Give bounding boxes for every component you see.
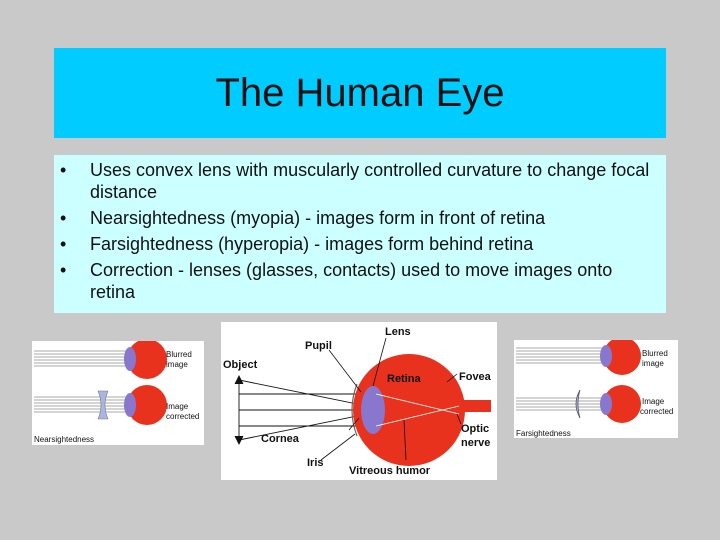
bullet-item: • Nearsightedness (myopia) - images form … — [56, 207, 654, 229]
bullet-text: Nearsightedness (myopia) - images form i… — [90, 208, 546, 228]
blurred-label: Blurred — [166, 350, 192, 359]
bullet-dot: • — [60, 260, 67, 280]
blurred-label: image — [166, 360, 188, 369]
concave-lens — [97, 390, 109, 420]
label-lens: Lens — [385, 326, 411, 338]
bullet-item: • Correction - lenses (glasses, contacts)… — [56, 259, 654, 303]
blurred-label: image — [642, 359, 664, 368]
label-vitreous-humor: Vitreous humor — [349, 465, 431, 477]
eye-bottom — [127, 385, 167, 425]
corrected-label: corrected — [640, 407, 673, 416]
eye-anatomy-diagram: Lens Pupil Object Retina Fovea Cornea Op… — [223, 326, 492, 477]
label-retina: Retina — [387, 373, 422, 385]
label-fovea: Fovea — [459, 371, 492, 383]
bullet-box: • Uses convex lens with muscularly contro… — [54, 155, 666, 313]
label-optic-nerve: nerve — [461, 437, 490, 449]
farsightedness-figure: Blurred image Image corrected Farsighted… — [514, 340, 678, 438]
figure-caption: Nearsightedness — [34, 435, 94, 444]
nearsightedness-diagram: Blurred image Image corrected Nearsighte… — [34, 341, 199, 444]
slide-title: The Human Eye — [215, 70, 505, 115]
farsightedness-diagram: Blurred image Image corrected Farsighted… — [516, 340, 673, 438]
blurred-label: Blurred — [642, 349, 668, 358]
bullet-text: Correction - lenses (glasses, contacts) … — [90, 260, 613, 302]
figure-caption: Farsightedness — [516, 429, 571, 438]
bullet-dot: • — [60, 234, 67, 254]
eye-top — [127, 341, 167, 379]
eye-bottom — [603, 385, 641, 423]
bullet-text: Uses convex lens with muscularly control… — [90, 160, 650, 202]
corrected-label: Image — [642, 397, 665, 406]
bullet-dot: • — [60, 160, 67, 180]
bullet-item: • Farsightedness (hyperopia) - images for… — [56, 233, 654, 255]
corrected-label: corrected — [166, 412, 199, 421]
label-pupil: Pupil — [305, 340, 332, 352]
nearsightedness-figure: Blurred image Image corrected Nearsighte… — [32, 341, 204, 445]
eyeball — [353, 354, 465, 466]
label-cornea: Cornea — [261, 433, 300, 445]
bullet-text: Farsightedness (hyperopia) - images form… — [90, 234, 534, 254]
convex-lens — [575, 389, 581, 419]
bullet-item: • Uses convex lens with muscularly contro… — [56, 159, 654, 203]
label-optic-nerve: Optic — [461, 423, 489, 435]
bullet-dot: • — [60, 208, 67, 228]
corrected-label: Image — [166, 402, 189, 411]
title-box: The Human Eye — [54, 48, 666, 138]
eye-anatomy-figure: Lens Pupil Object Retina Fovea Cornea Op… — [221, 322, 497, 480]
label-iris: Iris — [307, 457, 324, 469]
lens-shape — [361, 386, 385, 434]
bullet-list: • Uses convex lens with muscularly contro… — [56, 159, 654, 303]
eye-top — [603, 340, 641, 375]
label-object: Object — [223, 359, 258, 371]
